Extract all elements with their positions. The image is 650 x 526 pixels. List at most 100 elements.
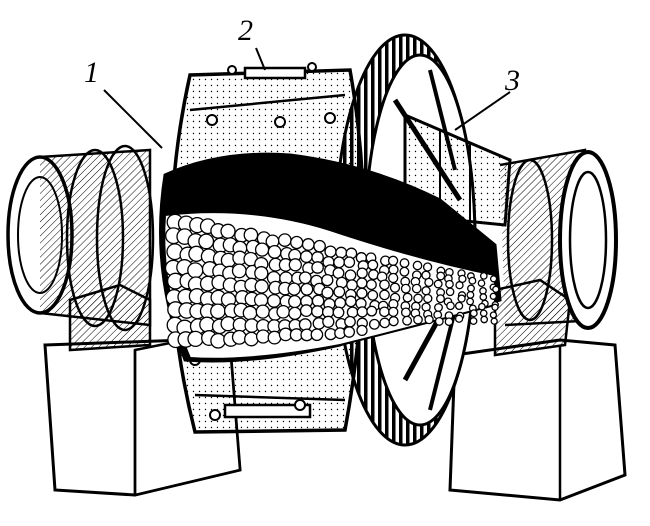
grinding-ball: [344, 269, 357, 282]
grinding-ball: [455, 281, 464, 290]
grinding-ball: [310, 328, 324, 342]
grinding-ball: [299, 250, 313, 264]
grinding-ball: [288, 306, 302, 321]
grinding-ball: [399, 266, 410, 277]
grinding-ball: [356, 267, 368, 279]
grinding-ball: [489, 311, 498, 319]
grinding-ball: [367, 289, 379, 301]
grinding-ball: [454, 301, 464, 311]
grinding-ball: [433, 279, 443, 289]
grinding-ball: [388, 264, 399, 275]
grinding-ball: [332, 306, 345, 319]
grinding-ball: [299, 304, 313, 318]
grinding-ball: [220, 223, 236, 239]
grinding-ball: [402, 315, 413, 326]
grinding-ball: [322, 315, 335, 328]
grinding-ball: [288, 294, 302, 309]
grinding-ball: [346, 279, 358, 291]
grinding-ball: [421, 286, 431, 296]
grinding-ball: [313, 239, 326, 253]
grinding-ball: [288, 258, 302, 272]
left-trunnion: [6, 144, 155, 332]
grinding-ball: [379, 289, 390, 301]
grinding-ball: [388, 316, 399, 327]
grinding-ball: [423, 293, 433, 304]
grinding-ball: [400, 283, 411, 294]
grinding-ball: [454, 314, 464, 323]
grinding-ball: [334, 296, 347, 309]
grinding-ball: [379, 317, 391, 329]
grinding-ball: [290, 235, 304, 250]
label-1: 1: [84, 56, 99, 89]
grinding-ball: [210, 332, 226, 349]
grinding-ball: [367, 259, 379, 271]
grinding-ball: [479, 293, 488, 301]
grinding-ball: [444, 317, 454, 327]
grinding-balls: [164, 213, 500, 349]
grinding-ball: [356, 324, 368, 337]
grinding-ball: [424, 277, 434, 288]
grinding-ball: [489, 292, 497, 300]
grinding-ball: [335, 246, 348, 259]
grinding-ball: [343, 326, 356, 338]
grinding-ball: [387, 255, 399, 266]
grinding-ball: [321, 286, 334, 299]
grinding-ball: [479, 309, 488, 318]
grinding-ball: [356, 287, 368, 299]
grinding-ball: [466, 297, 475, 306]
grinding-ball: [379, 306, 390, 318]
grinding-ball: [368, 318, 380, 330]
grinding-ball: [267, 293, 281, 308]
grinding-ball: [267, 244, 282, 259]
grinding-ball: [467, 284, 475, 293]
grinding-ball: [344, 295, 357, 308]
grinding-ball: [412, 260, 423, 271]
grinding-ball: [187, 330, 204, 348]
grinding-ball: [231, 263, 247, 279]
grinding-ball: [457, 294, 466, 303]
grinding-ball: [477, 279, 486, 288]
grinding-ball: [434, 316, 444, 326]
grinding-ball: [311, 305, 324, 318]
label-2: 2: [238, 14, 253, 47]
grinding-ball: [333, 256, 346, 269]
grinding-ball: [324, 245, 337, 258]
grinding-ball: [411, 283, 422, 294]
grinding-ball: [343, 256, 356, 269]
grinding-ball: [388, 306, 399, 318]
grinding-ball: [422, 262, 433, 272]
grinding-ball: [480, 315, 489, 324]
grinding-ball: [277, 233, 292, 247]
grinding-ball: [466, 290, 475, 299]
grinding-ball: [388, 272, 399, 284]
grinding-ball: [298, 271, 312, 285]
grinding-ball: [321, 273, 334, 287]
grinding-ball: [379, 279, 390, 291]
grinding-ball: [231, 329, 247, 345]
grinding-ball: [366, 305, 378, 317]
grinding-ball: [242, 305, 258, 321]
label-3: 3: [505, 64, 520, 97]
grinding-ball: [253, 292, 269, 308]
grinding-ball: [333, 285, 346, 298]
grinding-ball: [365, 279, 377, 291]
grinding-ball: [436, 271, 446, 281]
grinding-ball: [402, 292, 413, 303]
grinding-ball: [424, 314, 434, 325]
grinding-ball: [413, 314, 423, 325]
grinding-ball: [434, 303, 443, 312]
grinding-ball: [492, 285, 500, 293]
grinding-ball: [399, 258, 410, 269]
grinding-ball: [445, 279, 454, 289]
grinding-ball: [198, 233, 215, 250]
grinding-ball: [187, 262, 204, 279]
leader-lines: [103, 47, 511, 149]
grinding-ball: [469, 309, 478, 318]
grinding-ball: [244, 331, 259, 347]
grinding-ball: [479, 287, 487, 295]
grinding-ball: [301, 238, 315, 251]
grinding-ball: [255, 304, 270, 319]
grinding-ball: [243, 227, 259, 243]
